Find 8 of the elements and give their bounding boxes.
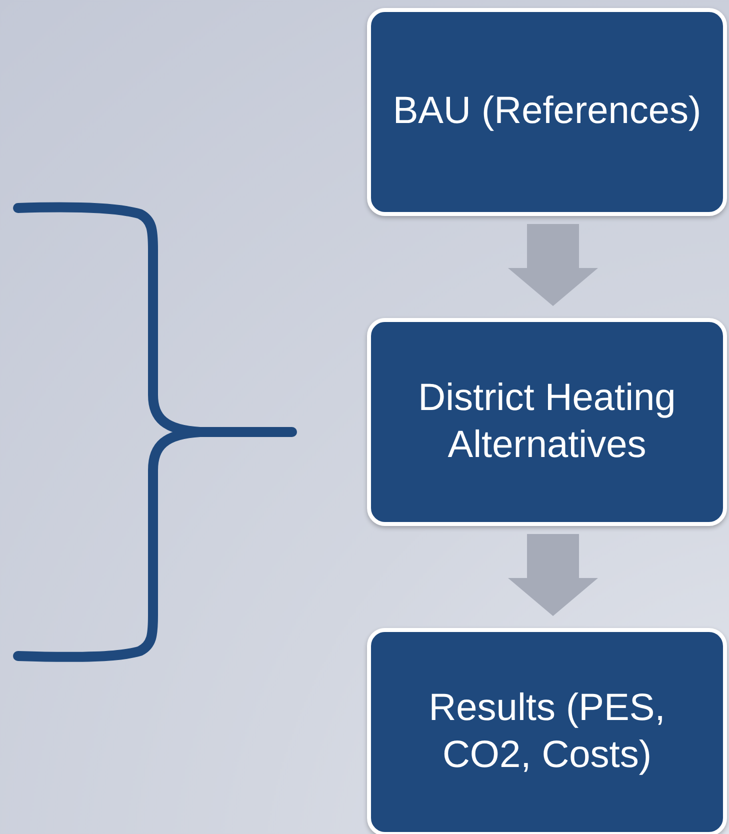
block-arrow bbox=[508, 224, 598, 306]
box-label: Results (PES, CO2, Costs) bbox=[428, 686, 666, 778]
box-label: District Heating Alternatives bbox=[417, 376, 677, 468]
box-label: BAU (References) bbox=[392, 89, 702, 134]
process-box bbox=[367, 628, 727, 834]
block-arrow bbox=[508, 534, 598, 616]
process-box bbox=[367, 8, 727, 216]
process-box bbox=[367, 318, 727, 526]
